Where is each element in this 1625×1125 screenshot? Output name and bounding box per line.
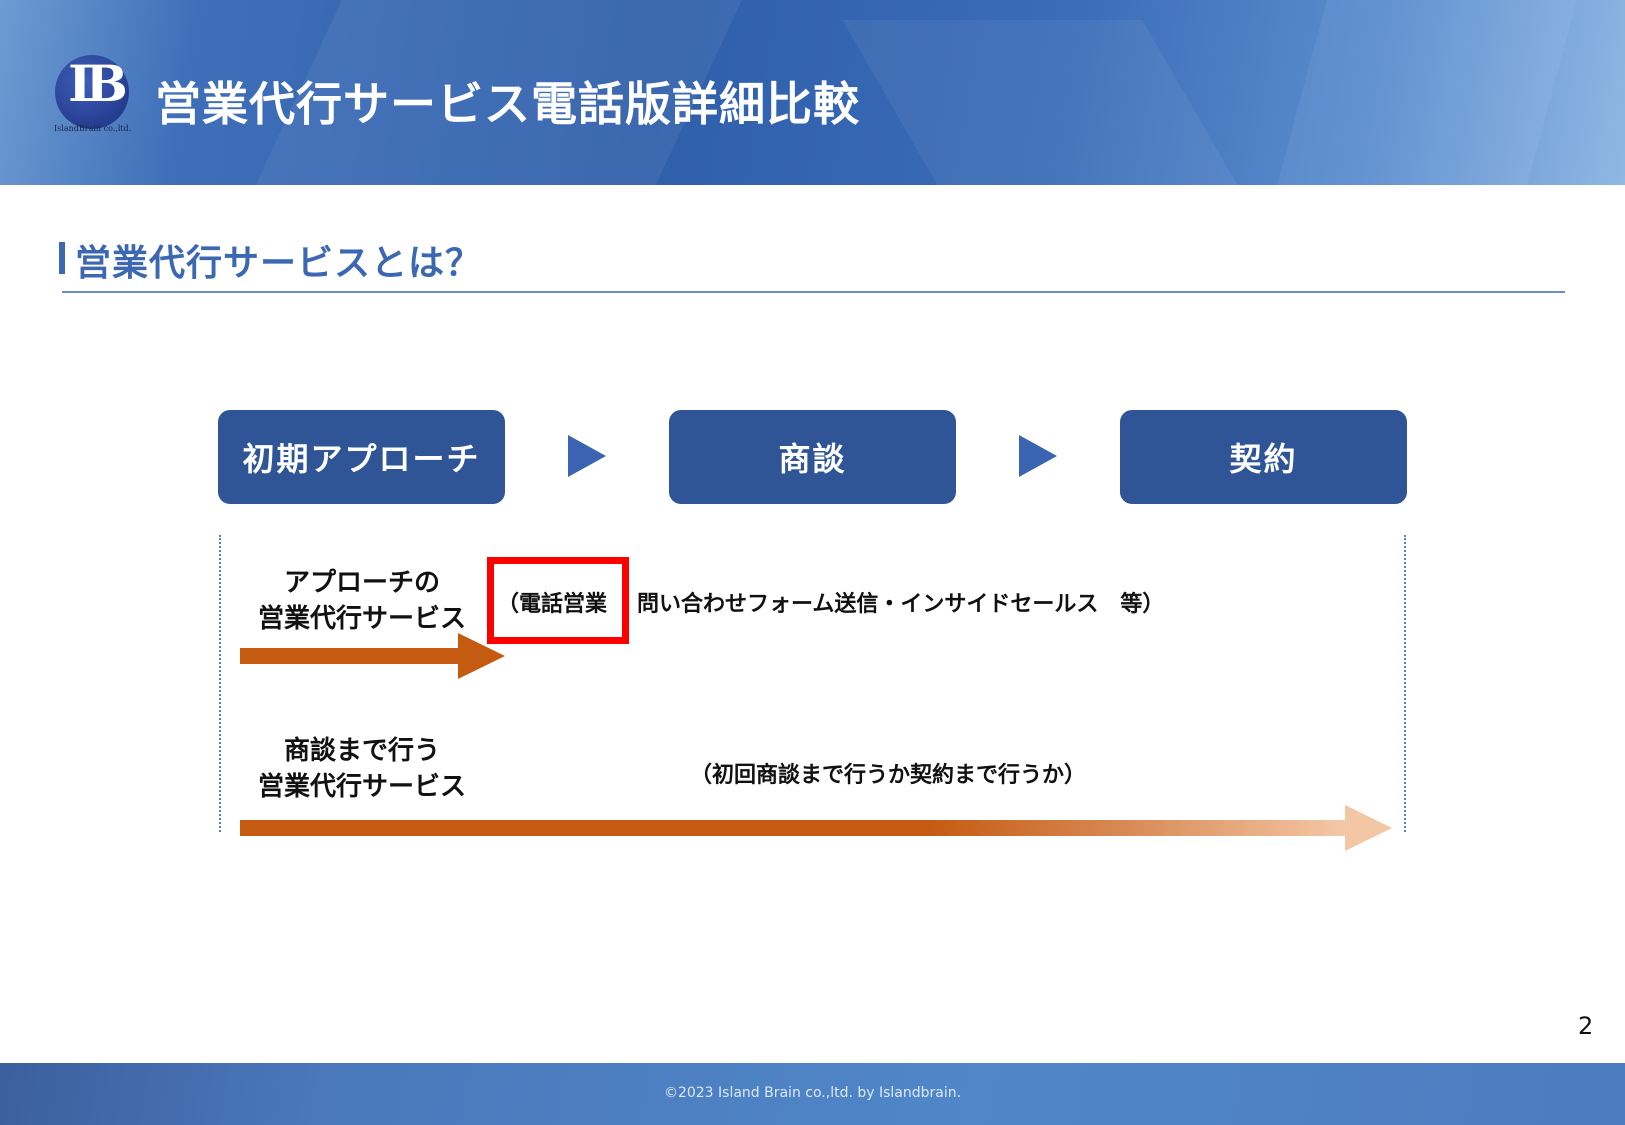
logo-letters: IB: [68, 54, 128, 113]
row2-arrow-shaft: [240, 820, 1347, 836]
page-number: 2: [1578, 1012, 1594, 1040]
highlight-box: [487, 557, 629, 644]
stage-negotiation: 商談: [669, 410, 956, 504]
footer-banner: [0, 1063, 1625, 1125]
page-title: 営業代行サービス電話版詳細比較: [155, 77, 860, 131]
section-divider: [62, 291, 1565, 293]
section-marker: [59, 242, 65, 274]
row1-arrow-shaft: [240, 648, 460, 664]
section-title: 営業代行サービスとは？: [75, 243, 483, 284]
row1-label-line1: アプローチの: [283, 568, 440, 598]
row2-label-line1: 商談まで行う: [283, 736, 440, 766]
header-banner: [0, 0, 1625, 185]
copyright: ©2023 Island Brain co.,ltd. by Islandbra…: [663, 1085, 962, 1101]
dotted-divider-right: [1404, 535, 1406, 832]
stage-initial-approach: 初期アプローチ: [218, 410, 505, 504]
row1-arrow-head: [458, 633, 505, 679]
triangle-arrow-icon: [568, 435, 606, 477]
triangle-arrow-icon: [1019, 435, 1057, 477]
row1-highlight-text: （電話営業: [497, 592, 608, 617]
row1-label: アプローチの 営業代行サービス: [237, 565, 487, 637]
row1-text: 問い合わせフォーム送信・インサイドセールス 等）: [637, 592, 1165, 617]
row2-label-line2: 営業代行サービス: [257, 772, 466, 802]
company-logo: [55, 55, 129, 129]
logo-subtext: IslandBrain co.,ltd.: [54, 124, 132, 133]
stage-contract: 契約: [1120, 410, 1407, 504]
row1-label-line2: 営業代行サービス: [257, 604, 466, 634]
row2-label: 商談まで行う 営業代行サービス: [237, 733, 487, 805]
dotted-divider-left: [219, 535, 221, 832]
row2-text: （初回商談まで行うか契約まで行うか）: [690, 763, 1087, 788]
row2-arrow-head: [1345, 805, 1392, 851]
